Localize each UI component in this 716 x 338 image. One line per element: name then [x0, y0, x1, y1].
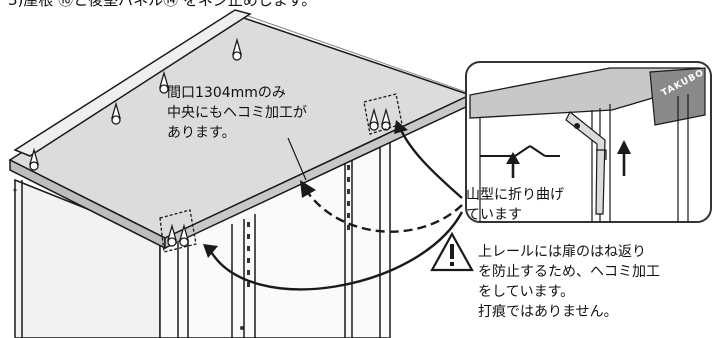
callout-line: 中央にもヘコミ加工が: [167, 105, 307, 121]
callout-pointer: [287, 137, 307, 181]
caution-line: をしています。: [478, 284, 575, 300]
roof-screws: [29, 37, 391, 247]
callout-line: 間口1304mmのみ: [167, 85, 286, 101]
callout-line: ています: [466, 207, 522, 223]
roof-panel: [8, 9, 473, 250]
rail-holes: [13, 165, 350, 330]
arrow-heads: [203, 120, 408, 258]
caution-note: 上レールには扉のはね返り を防止するため、ヘコミ加工 をしています。 打痕ではあ…: [478, 242, 660, 322]
detail-inset: [465, 61, 712, 223]
callout-line: 山型に折り曲げ: [466, 187, 564, 203]
callout-center-dent-note: 間口1304mmのみ 中央にもヘコミ加工が あります。: [167, 83, 307, 143]
cabinet-body: [14, 126, 391, 338]
screw-highlight-boxes: [159, 93, 403, 253]
caution-line: を防止するため、ヘコミ加工: [478, 264, 660, 280]
callout-line: あります。: [167, 125, 236, 141]
caution-line: 打痕ではありません。: [478, 304, 618, 320]
caution-line: 上レールには扉のはね返り: [478, 244, 646, 260]
step-heading: 3)屋根 ⑯と後堅パネル⑭ をネジ止めします。: [8, 0, 317, 9]
reference-arrows: [208, 127, 464, 291]
warning-triangle-icon: [430, 231, 474, 272]
callout-bend-note: 山型に折り曲げ ています: [466, 185, 564, 225]
